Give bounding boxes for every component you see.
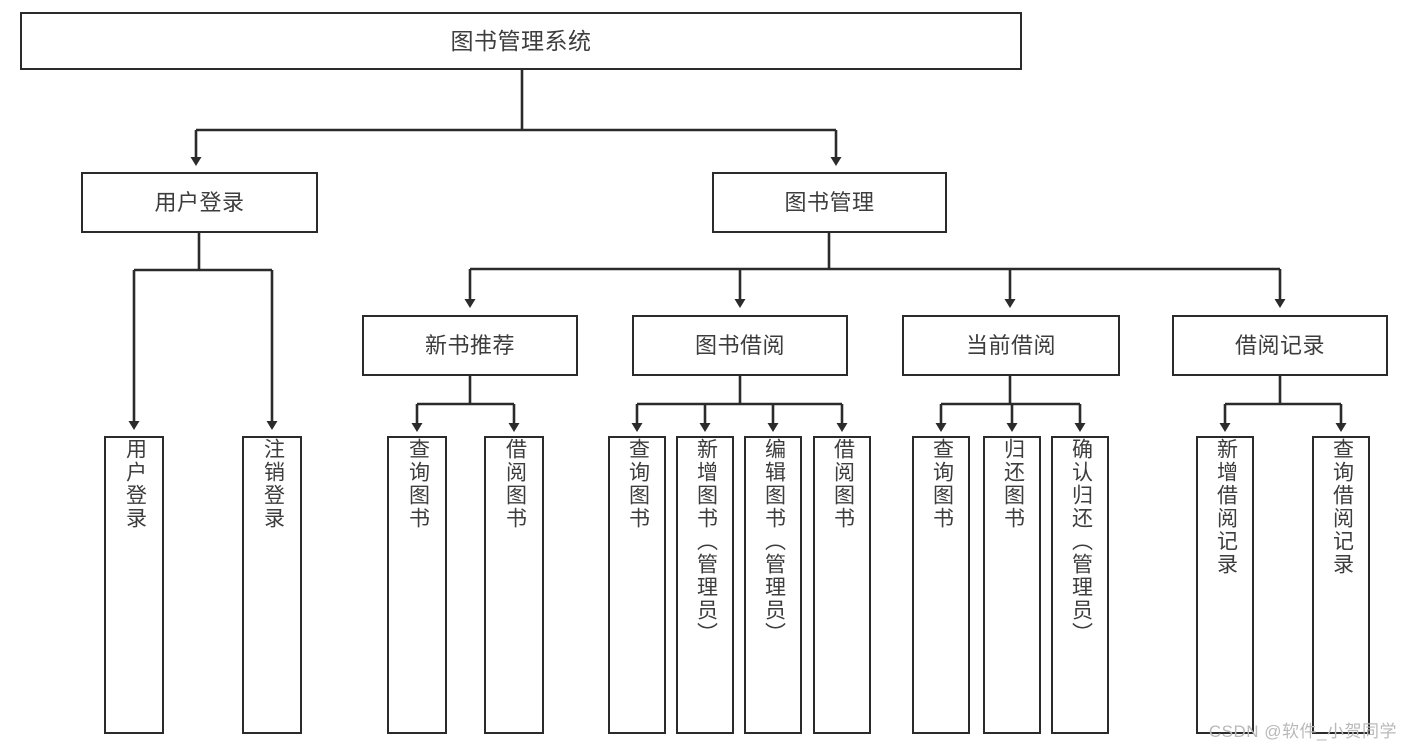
leaf-borrow-book-1-label: 借阅图书 xyxy=(503,438,527,530)
node-root-label: 图书管理系统 xyxy=(450,27,592,54)
leaf-add-book-label: 新增图书（管理员） xyxy=(694,438,718,645)
leaf-borrow-book-2[interactable]: 借阅图书 xyxy=(813,436,871,734)
node-user-login-label: 用户登录 xyxy=(154,189,245,215)
leaf-confirm-return[interactable]: 确认归还（管理员） xyxy=(1051,436,1109,734)
leaf-user-login-label: 用户登录 xyxy=(123,438,147,530)
node-book-manage[interactable]: 图书管理 xyxy=(712,172,947,233)
leaf-return-book-label: 归还图书 xyxy=(1001,438,1025,530)
node-user-login[interactable]: 用户登录 xyxy=(81,172,318,233)
leaf-query-book-1-label: 查询图书 xyxy=(406,438,430,530)
leaf-add-record[interactable]: 新增借阅记录 xyxy=(1196,436,1254,734)
node-borrow-record-label: 借阅记录 xyxy=(1234,332,1325,358)
node-current-borrow-label: 当前借阅 xyxy=(965,332,1056,358)
leaf-return-book[interactable]: 归还图书 xyxy=(983,436,1041,734)
leaf-add-book[interactable]: 新增图书（管理员） xyxy=(676,436,734,734)
leaf-confirm-return-label: 确认归还（管理员） xyxy=(1069,438,1093,645)
leaf-borrow-book-1[interactable]: 借阅图书 xyxy=(484,436,544,734)
node-book-borrow[interactable]: 图书借阅 xyxy=(632,315,848,376)
node-new-book-rec-label: 新书推荐 xyxy=(424,332,515,358)
leaf-query-book-3[interactable]: 查询图书 xyxy=(912,436,970,734)
node-root[interactable]: 图书管理系统 xyxy=(20,12,1022,70)
leaf-edit-book[interactable]: 编辑图书（管理员） xyxy=(744,436,802,734)
leaf-add-record-label: 新增借阅记录 xyxy=(1214,438,1238,576)
node-book-borrow-label: 图书借阅 xyxy=(694,332,785,358)
csdn-watermark: CSDN @软件_小贺同学 xyxy=(1208,722,1397,741)
node-new-book-rec[interactable]: 新书推荐 xyxy=(362,315,578,376)
leaf-query-book-2-label: 查询图书 xyxy=(626,438,650,530)
leaf-edit-book-label: 编辑图书（管理员） xyxy=(762,438,786,645)
leaf-query-book-3-label: 查询图书 xyxy=(930,438,954,530)
leaf-query-book-2[interactable]: 查询图书 xyxy=(608,436,666,734)
leaf-user-login[interactable]: 用户登录 xyxy=(104,436,164,734)
node-borrow-record[interactable]: 借阅记录 xyxy=(1172,315,1388,376)
leaf-logout-login[interactable]: 注销登录 xyxy=(242,436,302,734)
node-current-borrow[interactable]: 当前借阅 xyxy=(902,315,1120,376)
node-book-manage-label: 图书管理 xyxy=(784,189,875,215)
leaf-borrow-book-2-label: 借阅图书 xyxy=(831,438,855,530)
leaf-query-record-label: 查询借阅记录 xyxy=(1330,438,1354,576)
leaf-query-book-1[interactable]: 查询图书 xyxy=(387,436,447,734)
leaf-logout-login-label: 注销登录 xyxy=(261,438,285,530)
leaf-query-record[interactable]: 查询借阅记录 xyxy=(1312,436,1370,734)
